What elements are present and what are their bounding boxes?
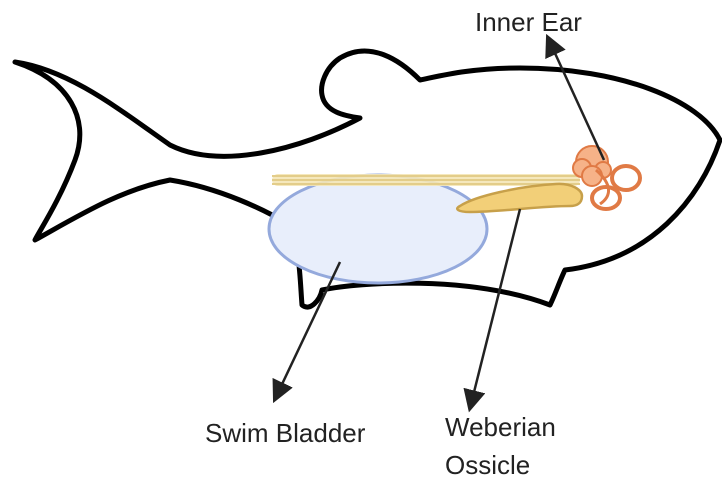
spine (272, 174, 580, 186)
label-weberian-line1: Weberian (445, 410, 556, 444)
label-swim-bladder: Swim Bladder (205, 416, 365, 450)
label-weberian-line2: Ossicle (445, 448, 530, 482)
label-inner-ear: Inner Ear (475, 5, 582, 39)
swim-bladder (269, 175, 487, 283)
